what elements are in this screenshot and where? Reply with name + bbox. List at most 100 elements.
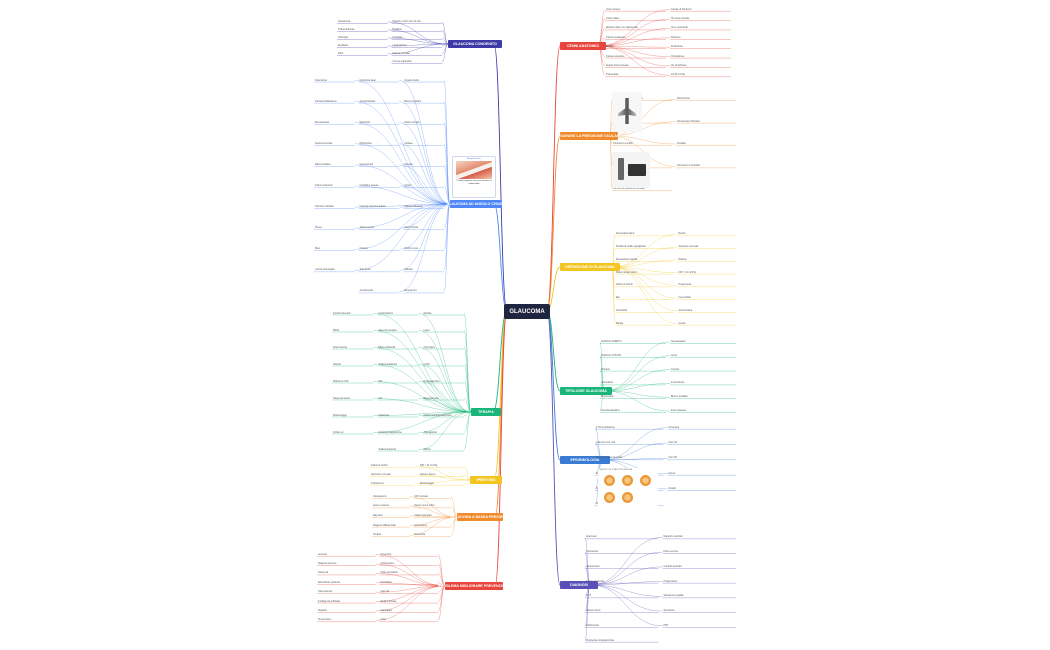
leaf-node[interactable]: Fattori di rischio xyxy=(616,283,633,287)
leaf-node[interactable]: Combinazioni xyxy=(378,311,393,315)
leaf-node[interactable]: 10-20 mmHg xyxy=(671,73,685,77)
leaf-node[interactable]: OCT xyxy=(586,594,592,598)
leaf-node[interactable]: Ipermetropia xyxy=(359,162,374,166)
leaf-node[interactable]: Spessore corneale xyxy=(371,473,391,476)
leaf-node[interactable]: Ereditario xyxy=(338,44,349,47)
leaf-node[interactable]: Diagnosi precoce xyxy=(318,562,337,566)
leaf-node[interactable]: Familiarità xyxy=(380,580,392,584)
leaf-node[interactable]: Registro xyxy=(318,608,327,612)
leaf-node[interactable]: Canale di Schlemm xyxy=(671,7,692,11)
leaf-node[interactable]: Vie di deflusso xyxy=(671,63,687,67)
branch-chiuso[interactable]: GLAUCOMA AD ANGOLO CHIUSO xyxy=(446,200,506,208)
leaf-node[interactable]: Target pressorio xyxy=(333,396,351,400)
leaf-node[interactable]: Pseudoesfoliativo xyxy=(601,409,620,413)
leaf-node[interactable]: Esame del fondo xyxy=(586,579,604,583)
leaf-node[interactable]: Apnee notturne xyxy=(373,504,390,508)
branch-pressione[interactable]: MISURARE LA PRESSIONE OCULARE xyxy=(556,132,622,140)
leaf-node[interactable]: Sesso femminile xyxy=(315,141,333,145)
leaf-node[interactable]: Prevenzione xyxy=(318,618,332,622)
leaf-node[interactable]: Chirurgica xyxy=(423,345,435,349)
leaf-node[interactable]: Medica xyxy=(423,311,432,315)
leaf-node[interactable]: Emergenza xyxy=(404,289,417,293)
leaf-node[interactable]: Lettura prolungata xyxy=(315,268,335,272)
leaf-node[interactable]: Tonometro a soffio xyxy=(613,142,633,145)
leaf-node[interactable]: Trabeculoplastica xyxy=(378,362,397,366)
leaf-node[interactable]: Inibitori anidrasi carbonica xyxy=(423,413,452,417)
leaf-node[interactable]: Screening xyxy=(668,425,680,429)
leaf-node[interactable]: Produzione xyxy=(671,45,684,49)
leaf-node[interactable]: Gonioscopia xyxy=(359,289,373,293)
leaf-node[interactable]: Fotofobia xyxy=(392,36,403,39)
leaf-node[interactable]: Informazione xyxy=(380,562,395,566)
leaf-node[interactable]: Cecità xyxy=(678,321,686,325)
leaf-node[interactable]: Riduzione IOP xyxy=(333,379,349,383)
leaf-node[interactable]: Tonometria xyxy=(586,550,598,554)
leaf-node[interactable]: Goniotomia xyxy=(338,20,351,23)
leaf-node[interactable]: Familiarità xyxy=(616,308,628,312)
leaf-node[interactable]: Irreversibile xyxy=(678,296,691,300)
leaf-node[interactable]: Trabeculotomia xyxy=(338,28,355,31)
leaf-node[interactable]: Camera anteriore xyxy=(606,54,625,58)
leaf-node[interactable]: Midriasi xyxy=(404,268,413,272)
leaf-node[interactable]: Cronico xyxy=(359,247,368,251)
leaf-node[interactable]: Beta-bloccanti xyxy=(423,396,439,400)
leaf-node[interactable]: Screening xyxy=(380,552,392,556)
leaf-node[interactable]: Dolore oculare xyxy=(404,120,420,124)
leaf-node[interactable]: Lacrimazione xyxy=(392,44,407,47)
leaf-node[interactable]: Seconda causa di cecità xyxy=(596,456,622,460)
leaf-node[interactable]: Danno nervo ottico xyxy=(414,504,435,508)
leaf-node[interactable]: Monitoraggio xyxy=(333,413,347,417)
leaf-node[interactable]: Progressione xyxy=(663,579,678,583)
branch-tipologie[interactable]: TIPOLOGIE GLAUCOMA xyxy=(560,387,612,395)
leaf-node[interactable]: HRT xyxy=(663,623,669,627)
leaf-node[interactable]: Via uveo-sclerale xyxy=(671,17,690,21)
leaf-node[interactable]: Over 40 xyxy=(380,590,390,594)
leaf-node[interactable]: Attacco acuto xyxy=(359,226,375,230)
leaf-node[interactable]: Asintomatica xyxy=(678,308,693,312)
leaf-node[interactable]: Diabete xyxy=(678,257,687,261)
leaf-node[interactable]: Pilocarpina xyxy=(359,141,372,145)
leaf-node[interactable]: Vasospasmo xyxy=(373,494,387,498)
leaf-node[interactable]: Cronico xyxy=(671,367,680,371)
leaf-node[interactable]: Escavazione papilla xyxy=(616,257,638,261)
leaf-node[interactable]: ANGOLO APERTO xyxy=(601,339,622,343)
leaf-node[interactable]: Donne xyxy=(668,471,676,475)
leaf-node[interactable]: Campagne xyxy=(380,608,393,612)
leaf-node[interactable]: Sclerectomia xyxy=(333,345,347,349)
leaf-node[interactable]: Raro xyxy=(338,52,344,55)
leaf-node[interactable]: Anamnesi xyxy=(586,535,597,539)
branch-epidemiologia[interactable]: EPIDEMIOLOGIA xyxy=(560,456,610,464)
leaf-node[interactable]: ALT xyxy=(378,396,383,400)
leaf-node[interactable]: Rapporto cup/disc xyxy=(663,535,683,539)
leaf-node[interactable]: Asiatici xyxy=(668,487,677,490)
leaf-node[interactable]: Fattori vascolari xyxy=(414,514,432,517)
leaf-node[interactable]: Educazione paziente xyxy=(318,580,341,584)
leaf-node[interactable]: Valvola xyxy=(333,362,341,366)
leaf-node[interactable]: Camera anteriore bassa xyxy=(359,205,386,209)
leaf-node[interactable]: Emicrania xyxy=(414,533,426,537)
branch-diagnosi[interactable]: DIAGNOSI xyxy=(560,581,598,589)
leaf-node[interactable]: Over 60 xyxy=(668,456,678,460)
leaf-node[interactable]: IOP normale xyxy=(414,494,428,498)
leaf-node[interactable]: Pachimetria xyxy=(677,97,690,101)
leaf-node[interactable]: Aderenza terapia xyxy=(378,328,397,332)
leaf-node[interactable]: Impianti drenanti xyxy=(333,311,351,315)
leaf-node[interactable]: Gonioscopia xyxy=(586,564,600,568)
leaf-node[interactable]: Portatile xyxy=(677,142,686,145)
leaf-node[interactable]: MIGS xyxy=(333,328,340,332)
leaf-node[interactable]: Alfa-agonisti xyxy=(423,430,437,434)
leaf-node[interactable]: Follow-up xyxy=(333,430,344,434)
branch-ipertono[interactable]: IPERTONO xyxy=(470,476,502,484)
leaf-node[interactable]: Valutazione papilla xyxy=(663,594,684,598)
branch-prevenzione[interactable]: PROBLEMA MIGLIORARE PREVENZIONE xyxy=(438,582,510,590)
leaf-node[interactable]: Progressiva xyxy=(678,283,692,287)
leaf-node[interactable]: Effetti collaterali xyxy=(378,345,396,349)
leaf-node[interactable]: 2-3% popolazione xyxy=(596,425,616,429)
leaf-node[interactable]: IOP > 21 mmHg xyxy=(678,270,696,274)
leaf-node[interactable]: SLT xyxy=(378,379,383,383)
leaf-node[interactable]: Età avanzata xyxy=(315,120,329,124)
leaf-node[interactable]: Terapia xyxy=(373,533,381,537)
leaf-node[interactable]: Aumento con l'età xyxy=(596,441,616,444)
leaf-node[interactable]: Fibre nervose xyxy=(663,550,679,554)
leaf-node[interactable]: Miotici xyxy=(423,447,431,451)
